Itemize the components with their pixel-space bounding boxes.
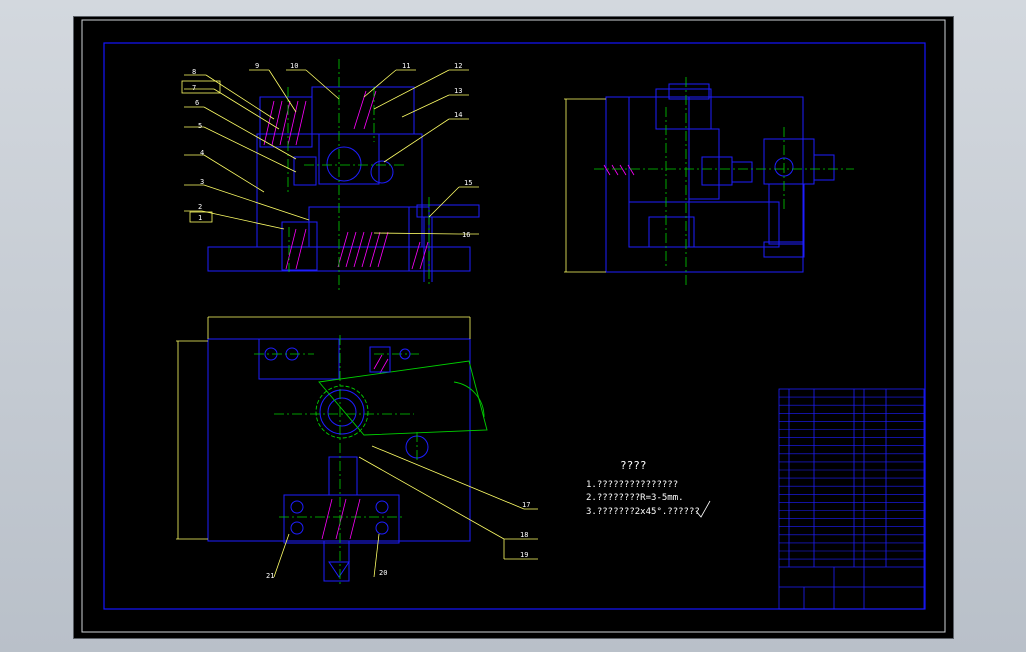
balloon-17: 17	[522, 501, 530, 509]
top-hatch	[321, 354, 389, 540]
balloon-2: 2	[198, 203, 202, 211]
balloon-19: 19	[520, 551, 528, 559]
technical-notes: ???? 1.??????????????? 2.????????R=3-5mm…	[586, 459, 711, 518]
balloon-11: 11	[402, 62, 410, 70]
balloon-5: 5	[198, 122, 202, 130]
balloon-10: 10	[290, 62, 298, 70]
parts-list-rows	[779, 396, 924, 560]
notes-line-1: 1.???????????????	[586, 480, 678, 490]
side-hatch	[603, 164, 635, 176]
side-centerlines	[594, 77, 854, 285]
top-leaders	[273, 445, 538, 578]
balloon-1: 1	[198, 214, 202, 222]
balloon-13: 13	[454, 87, 462, 95]
front-balloon-text: 8 7 6 5 4 3 2 1 9 10 11 12 13 14 15 16	[192, 62, 472, 239]
top-view	[207, 338, 471, 582]
cad-viewport[interactable]: 8 7 6 5 4 3 2 1 9 10 11 12 13 14 15 16	[73, 16, 954, 639]
top-balloon-text: 17 18 19 20 21	[266, 501, 530, 580]
outer-border	[81, 19, 946, 633]
balloon-14: 14	[454, 111, 462, 119]
balloon-8: 8	[192, 68, 196, 76]
side-dimension	[564, 98, 606, 273]
clamp-screw	[369, 346, 411, 373]
lever-arm	[315, 360, 488, 439]
balloon-18: 18	[520, 531, 528, 539]
parts-list	[778, 388, 925, 610]
roughness-symbol-icon	[695, 500, 711, 518]
balloon-4: 4	[200, 149, 204, 157]
notes-title: ????	[620, 459, 647, 472]
balloon-6: 6	[195, 99, 199, 107]
balloon-9: 9	[255, 62, 259, 70]
side-view	[605, 83, 835, 273]
notes-line-3: 3.???????2x45°.??????	[586, 507, 700, 517]
balloon-7: 7	[192, 84, 196, 92]
front-centerlines	[287, 59, 430, 292]
balloon-16: 16	[462, 231, 470, 239]
front-view	[207, 86, 480, 282]
front-leaders	[181, 69, 479, 235]
cad-drawing: 8 7 6 5 4 3 2 1 9 10 11 12 13 14 15 16	[81, 19, 946, 633]
balloon-12: 12	[454, 62, 462, 70]
top-centerlines	[254, 335, 419, 587]
balloon-15: 15	[464, 179, 472, 187]
drawing-frame	[103, 42, 926, 610]
balloon-21: 21	[266, 572, 274, 580]
balloon-20: 20	[379, 569, 387, 577]
notes-line-2: 2.????????R=3-5mm.	[586, 493, 684, 503]
top-dimension	[176, 316, 471, 540]
balloon-3: 3	[200, 178, 204, 186]
